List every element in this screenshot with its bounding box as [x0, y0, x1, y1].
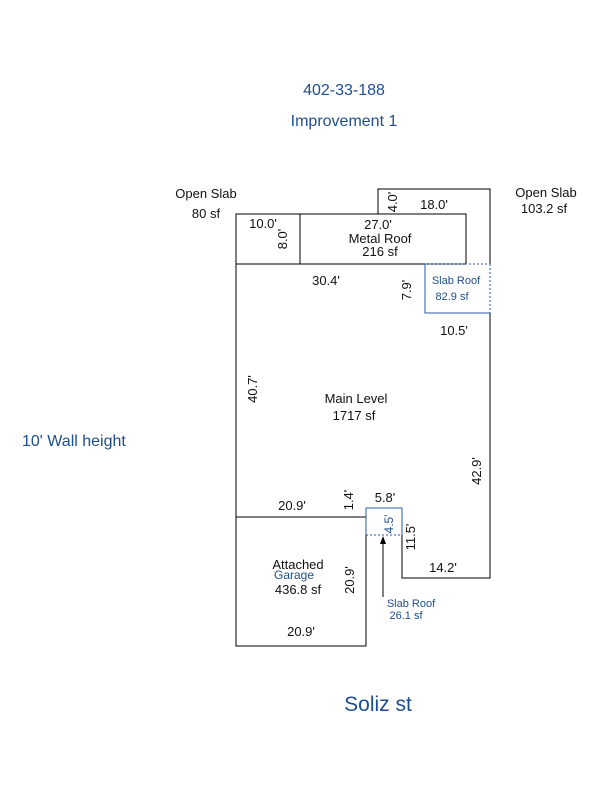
open-slab-left-name: Open Slab — [175, 186, 236, 201]
metal-roof-name: Metal Roof — [349, 231, 412, 246]
dim-7-9: 7.9' — [399, 280, 414, 301]
metal-roof-area: 216 sf — [362, 244, 398, 259]
dim-27-0: 27.0' — [364, 217, 392, 232]
garage-name-line1: Attached — [272, 557, 323, 572]
open-slab-right-name: Open Slab — [515, 185, 576, 200]
open-slab-left-area: 80 sf — [192, 206, 221, 221]
parcel-id: 402-33-188 — [303, 82, 385, 99]
main-level-name: Main Level — [325, 391, 388, 406]
slab-roof-top-name: Slab Roof — [432, 275, 481, 287]
slab-roof-top-outline — [424, 264, 490, 314]
slab-roof-bottom-name: Slab Roof — [387, 598, 436, 610]
slab-roof-top-area: 82.9 sf — [435, 291, 469, 303]
dim-18-0: 18.0' — [420, 197, 448, 212]
slab-roof-pointer-arrowhead — [380, 536, 386, 544]
dim-4-0: 4.0' — [385, 192, 400, 213]
dim-10-5: 10.5' — [440, 323, 468, 338]
open-slab-right-area: 103.2 sf — [521, 201, 568, 216]
open-slab-right-outline — [377, 188, 491, 264]
dim-11-5: 11.5' — [403, 524, 418, 551]
dim-10-0: 10.0' — [249, 216, 277, 231]
dim-40-7: 40.7' — [245, 375, 260, 403]
dim-20-9-bottom: 20.9' — [287, 624, 315, 639]
dim-1-4: 1.4' — [341, 490, 356, 511]
dim-4-5: 4.5' — [382, 515, 396, 534]
garage-area: 436.8 sf — [275, 582, 322, 597]
dim-20-9-side: 20.9' — [342, 566, 357, 594]
dim-14-2: 14.2' — [429, 560, 457, 575]
dim-20-9-top: 20.9' — [278, 498, 306, 513]
dim-30-4: 30.4' — [312, 273, 340, 288]
dim-42-9: 42.9' — [469, 457, 484, 485]
garage-name-line2: Garage — [274, 568, 314, 582]
main-level-area: 1717 sf — [333, 408, 376, 423]
slab-roof-bottom-outline — [365, 507, 403, 535]
improvement-label: Improvement 1 — [291, 113, 398, 130]
slab-roof-bottom-area: 26.1 sf — [389, 610, 423, 622]
dim-5-8: 5.8' — [375, 490, 396, 505]
wall-height-note: 10' Wall height — [22, 433, 126, 450]
street-name: Soliz st — [344, 693, 412, 716]
dim-8-0: 8.0' — [275, 229, 290, 250]
